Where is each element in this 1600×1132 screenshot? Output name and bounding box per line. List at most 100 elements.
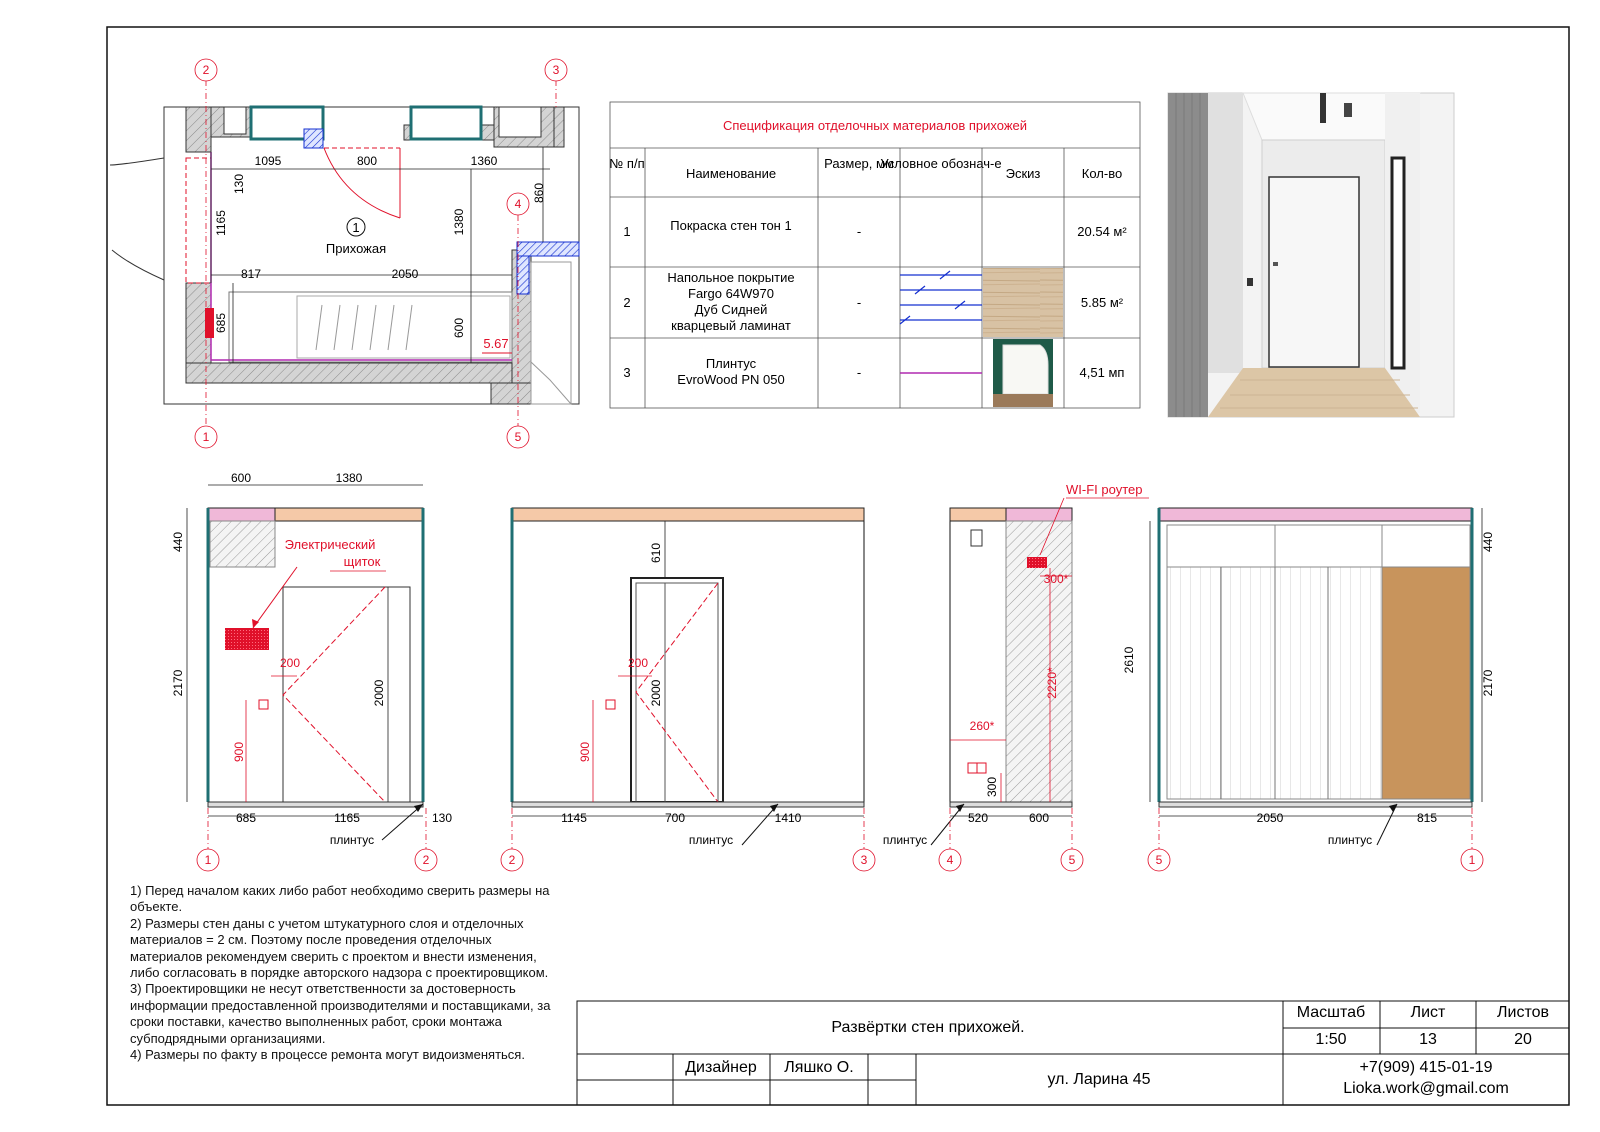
svg-text:-: - xyxy=(857,295,861,310)
svg-text:3: 3 xyxy=(861,853,868,867)
svg-text:4,51 мп: 4,51 мп xyxy=(1080,365,1125,380)
e2-dim-bottom-3: 1410 xyxy=(775,811,802,825)
e1-dim-left-1: 440 xyxy=(171,532,185,552)
e3-dim-2220star: 2220* xyxy=(1045,667,1059,699)
svg-text:Кол-во: Кол-во xyxy=(1082,166,1122,181)
svg-text:3: 3 xyxy=(553,63,560,77)
svg-text:2: 2 xyxy=(509,853,516,867)
note-2: 2) Размеры стен даны с учетом штукатурно… xyxy=(130,915,549,981)
svg-text:2: 2 xyxy=(623,295,630,310)
e1-panel-label-2: щиток xyxy=(344,554,381,569)
e4-dim-bottom-2: 815 xyxy=(1417,811,1437,825)
svg-text:5: 5 xyxy=(1156,853,1163,867)
svg-text:4: 4 xyxy=(947,853,954,867)
e4-dim-bottom-1: 2050 xyxy=(1257,811,1284,825)
room-name: Прихожая xyxy=(326,241,386,256)
e4-dim-right-2: 2170 xyxy=(1481,669,1495,696)
svg-text:3: 3 xyxy=(623,365,630,380)
plan-dim-1095: 1095 xyxy=(255,154,282,168)
contact-phone: +7(909) 415-01-19 xyxy=(1360,1059,1493,1076)
svg-text:4: 4 xyxy=(515,197,522,211)
e2-baseboard-label: плинтус xyxy=(689,833,733,847)
title-block xyxy=(576,1000,1570,1106)
svg-text:Эскиз: Эскиз xyxy=(1006,166,1041,181)
svg-text:1: 1 xyxy=(203,430,210,444)
svg-text:-: - xyxy=(857,365,861,380)
note-3: 3) Проектировщики не несут ответственнос… xyxy=(130,981,551,1046)
e2-dim-610: 610 xyxy=(649,543,663,563)
e2-dim-2000: 2000 xyxy=(649,679,663,706)
hallway-render-image xyxy=(1167,92,1455,418)
e4-dim-left-1: 2610 xyxy=(1122,646,1136,673)
svg-text:Наименование: Наименование xyxy=(686,166,776,181)
e3-dim-bottom-1: 520 xyxy=(968,811,988,825)
e3-dim-300: 300 xyxy=(985,777,999,797)
svg-text:Условное обознач-е: Условное обознач-е xyxy=(880,156,1001,171)
svg-text:5: 5 xyxy=(1069,853,1076,867)
e1-dim-200: 200 xyxy=(280,656,300,670)
sheets-label: Листов xyxy=(1497,1004,1549,1021)
plan-dim-1380: 1380 xyxy=(452,208,466,235)
plan-dim-817: 817 xyxy=(241,267,261,281)
designer-label: Дизайнер xyxy=(685,1059,757,1076)
general-notes: 1) Перед началом каких либо работ необхо… xyxy=(130,883,560,1063)
note-4: 4) Размеры по факту в процессе ремонта м… xyxy=(130,1047,525,1063)
e1-panel-label-1: Электрический xyxy=(285,537,376,552)
e3-router-label: WI-FI роутер xyxy=(1066,482,1142,497)
floor-plan: 1095 800 1360 130 1165 1380 860 817 2050… xyxy=(109,80,580,426)
e1-dim-bottom-1: 685 xyxy=(236,811,256,825)
svg-text:Напольное покрытие: Напольное покрытие xyxy=(667,270,794,285)
svg-text:1: 1 xyxy=(1469,853,1476,867)
e1-dim-900: 900 xyxy=(232,742,246,762)
room-number: 1 xyxy=(352,220,359,235)
e1-dim-bottom-2: 1165 xyxy=(334,811,360,825)
svg-text:2: 2 xyxy=(423,853,430,867)
sheet-title: Развёртки стен прихожей. xyxy=(831,1019,1024,1036)
plan-axis-markers: 2 3 4 1 5 xyxy=(194,58,568,449)
spec-title: Спецификация отделочных материалов прихо… xyxy=(723,118,1027,133)
baseboard-sample-image xyxy=(993,339,1053,407)
e1-dim-left-2: 2170 xyxy=(171,669,185,696)
plan-dim-1165: 1165 xyxy=(214,210,228,236)
svg-text:5.85 м²: 5.85 м² xyxy=(1081,295,1124,310)
svg-text:-: - xyxy=(857,224,861,239)
svg-text:20.54 м²: 20.54 м² xyxy=(1077,224,1127,239)
project-address: ул. Ларина 45 xyxy=(1047,1071,1150,1088)
elevation-2: 610 200 2000 900 1145 700 1410 плинтус xyxy=(510,507,865,847)
e1-dim-top-1: 600 xyxy=(231,471,251,485)
spec-headers: № п/п Наименование Размер, мм Условное о… xyxy=(609,156,1122,181)
e4-baseboard-label: плинтус xyxy=(1328,833,1372,847)
sheets-total: 20 xyxy=(1514,1031,1532,1048)
e1-dim-bottom-3: 130 xyxy=(432,811,452,825)
svg-text:кварцевый ламинат: кварцевый ламинат xyxy=(671,318,791,333)
note-1: 1) Перед началом каких либо работ необхо… xyxy=(130,883,550,915)
sheet-number: 13 xyxy=(1419,1031,1437,1048)
plan-dim-1360: 1360 xyxy=(471,154,498,168)
room-area: 5.67 xyxy=(483,336,508,351)
svg-text:№ п/п: № п/п xyxy=(609,156,644,171)
svg-text:1: 1 xyxy=(623,224,630,239)
e1-baseboard-label: плинтус xyxy=(330,833,374,847)
svg-text:Плинтус: Плинтус xyxy=(706,356,757,371)
sheet-label: Лист xyxy=(1411,1004,1446,1021)
spec-row-2: 2 Напольное покрытие Fargo 64W970 Дуб Си… xyxy=(623,270,1123,333)
contact-email: Lioka.work@gmail.com xyxy=(1343,1080,1509,1097)
svg-text:Размер, мм: Размер, мм xyxy=(824,156,894,171)
svg-text:Покраска стен тон 1: Покраска стен тон 1 xyxy=(670,218,791,233)
elevation-1: 600 1380 440 2170 200 900 2000 685 1165 … xyxy=(171,471,452,847)
svg-text:Fargo 64W970: Fargo 64W970 xyxy=(688,286,774,301)
e2-dim-200: 200 xyxy=(628,656,648,670)
elevation-3: WI-FI роутер 300* 2220* 260* 300 520 600… xyxy=(883,482,1149,847)
svg-text:Дуб Сидней: Дуб Сидней xyxy=(695,302,768,317)
plan-dim-600: 600 xyxy=(452,318,466,338)
e4-dim-right-1: 440 xyxy=(1481,532,1495,552)
elevation-axis-markers: 1 2 2 3 4 5 5 1 xyxy=(196,808,1484,872)
svg-text:2: 2 xyxy=(203,63,210,77)
designer-name: Ляшко О. xyxy=(784,1059,853,1076)
scale-value: 1:50 xyxy=(1315,1031,1346,1048)
e3-dim-bottom-2: 600 xyxy=(1029,811,1049,825)
svg-text:EvroWood PN 050: EvroWood PN 050 xyxy=(677,372,784,387)
e2-dim-bottom-2: 700 xyxy=(665,811,685,825)
plan-dim-2050: 2050 xyxy=(392,267,419,281)
